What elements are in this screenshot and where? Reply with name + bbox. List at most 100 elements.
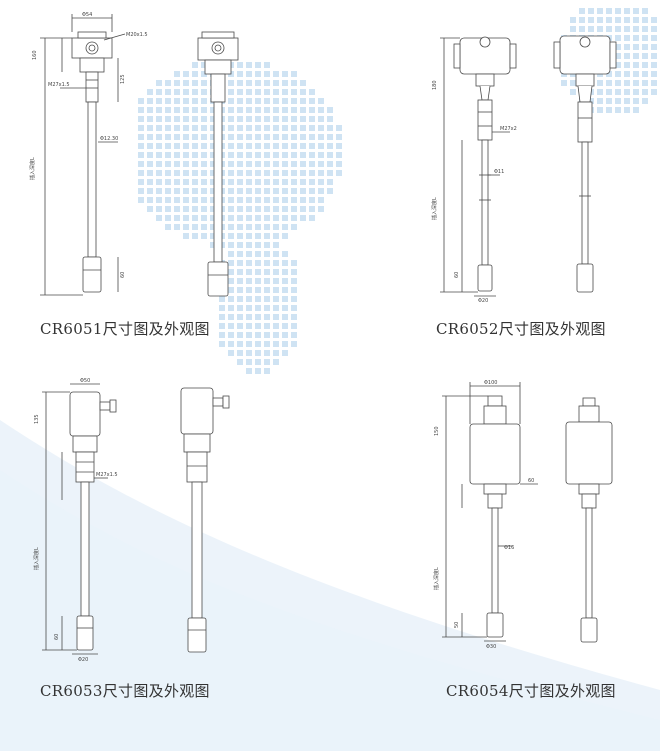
map-dot xyxy=(255,170,261,176)
map-dot xyxy=(183,116,189,122)
map-dot xyxy=(273,296,279,302)
map-dot xyxy=(210,206,216,212)
map-dot xyxy=(183,134,189,140)
map-dot xyxy=(165,134,171,140)
map-dot xyxy=(183,152,189,158)
map-dot xyxy=(192,125,198,131)
map-dot xyxy=(147,179,153,185)
map-dot xyxy=(264,152,270,158)
map-dot xyxy=(174,215,180,221)
map-dot xyxy=(237,80,243,86)
map-dot xyxy=(282,170,288,176)
cr6051-label-thread: M27x1.5 xyxy=(48,82,70,88)
map-dot xyxy=(246,278,252,284)
map-dot xyxy=(588,17,594,23)
map-dot xyxy=(597,26,603,32)
map-dot xyxy=(201,233,207,239)
map-dot xyxy=(255,215,261,221)
cr6054-label-rod-diameter: Φ16 xyxy=(504,545,514,551)
map-dot xyxy=(237,161,243,167)
map-dot xyxy=(264,107,270,113)
map-dot xyxy=(264,71,270,77)
map-dot xyxy=(165,170,171,176)
map-dot xyxy=(291,134,297,140)
map-dot xyxy=(318,161,324,167)
map-dot xyxy=(156,143,162,149)
map-dot xyxy=(309,125,315,131)
map-dot xyxy=(210,224,216,230)
map-dot xyxy=(246,62,252,68)
map-dot xyxy=(156,98,162,104)
map-dot xyxy=(147,170,153,176)
map-dot xyxy=(237,251,243,257)
cr6051-label-cable-gland: M20x1.5 xyxy=(126,32,148,38)
map-dot xyxy=(264,89,270,95)
map-dot xyxy=(327,143,333,149)
map-dot xyxy=(264,197,270,203)
map-dot xyxy=(201,224,207,230)
map-dot xyxy=(237,71,243,77)
map-dot xyxy=(201,107,207,113)
map-dot xyxy=(210,125,216,131)
map-dot xyxy=(255,107,261,113)
map-dot xyxy=(291,179,297,185)
map-dot xyxy=(174,170,180,176)
map-dot xyxy=(282,179,288,185)
map-dot xyxy=(138,179,144,185)
map-dot xyxy=(300,188,306,194)
map-dot xyxy=(156,107,162,113)
map-dot xyxy=(633,89,639,95)
map-dot xyxy=(255,350,261,356)
cr6054-label-bottom-diameter: Φ30 xyxy=(486,644,496,650)
map-dot xyxy=(282,278,288,284)
map-dot xyxy=(165,179,171,185)
map-dot xyxy=(246,296,252,302)
map-dot xyxy=(156,134,162,140)
map-dot xyxy=(291,296,297,302)
map-dot xyxy=(192,161,198,167)
map-dot xyxy=(300,161,306,167)
map-dot xyxy=(228,260,234,266)
map-dot xyxy=(147,143,153,149)
map-dot xyxy=(291,188,297,194)
map-dot xyxy=(597,80,603,86)
background-wave-2 xyxy=(0,470,660,751)
map-dot xyxy=(309,98,315,104)
map-dot xyxy=(255,152,261,158)
map-dot xyxy=(291,170,297,176)
map-dot xyxy=(219,314,225,320)
map-dot xyxy=(336,134,342,140)
map-dot xyxy=(282,188,288,194)
map-dot xyxy=(291,152,297,158)
map-dot xyxy=(309,197,315,203)
map-dot xyxy=(606,71,612,77)
map-dot xyxy=(237,134,243,140)
map-dot xyxy=(309,188,315,194)
map-dot xyxy=(273,170,279,176)
map-dot xyxy=(237,278,243,284)
map-dot xyxy=(237,314,243,320)
cr6052-dimension-drawing xyxy=(440,36,517,297)
map-dot xyxy=(138,161,144,167)
map-dot xyxy=(309,107,315,113)
map-dot xyxy=(606,98,612,104)
cr6051-label-insert-depth: 插入深度L xyxy=(29,157,36,180)
map-dot xyxy=(192,80,198,86)
map-dot xyxy=(156,215,162,221)
map-dot xyxy=(273,143,279,149)
map-dot xyxy=(228,314,234,320)
map-dot xyxy=(615,98,621,104)
map-dot xyxy=(237,125,243,131)
map-dot xyxy=(201,143,207,149)
map-dot xyxy=(642,26,648,32)
map-dot xyxy=(174,188,180,194)
map-dot xyxy=(264,350,270,356)
map-dot xyxy=(210,107,216,113)
map-dot xyxy=(138,134,144,140)
map-dot xyxy=(264,233,270,239)
cr6053-label-thread: M27x1.5 xyxy=(96,472,118,478)
map-dot xyxy=(273,350,279,356)
map-dot xyxy=(246,98,252,104)
map-dot xyxy=(228,296,234,302)
map-dot xyxy=(201,98,207,104)
